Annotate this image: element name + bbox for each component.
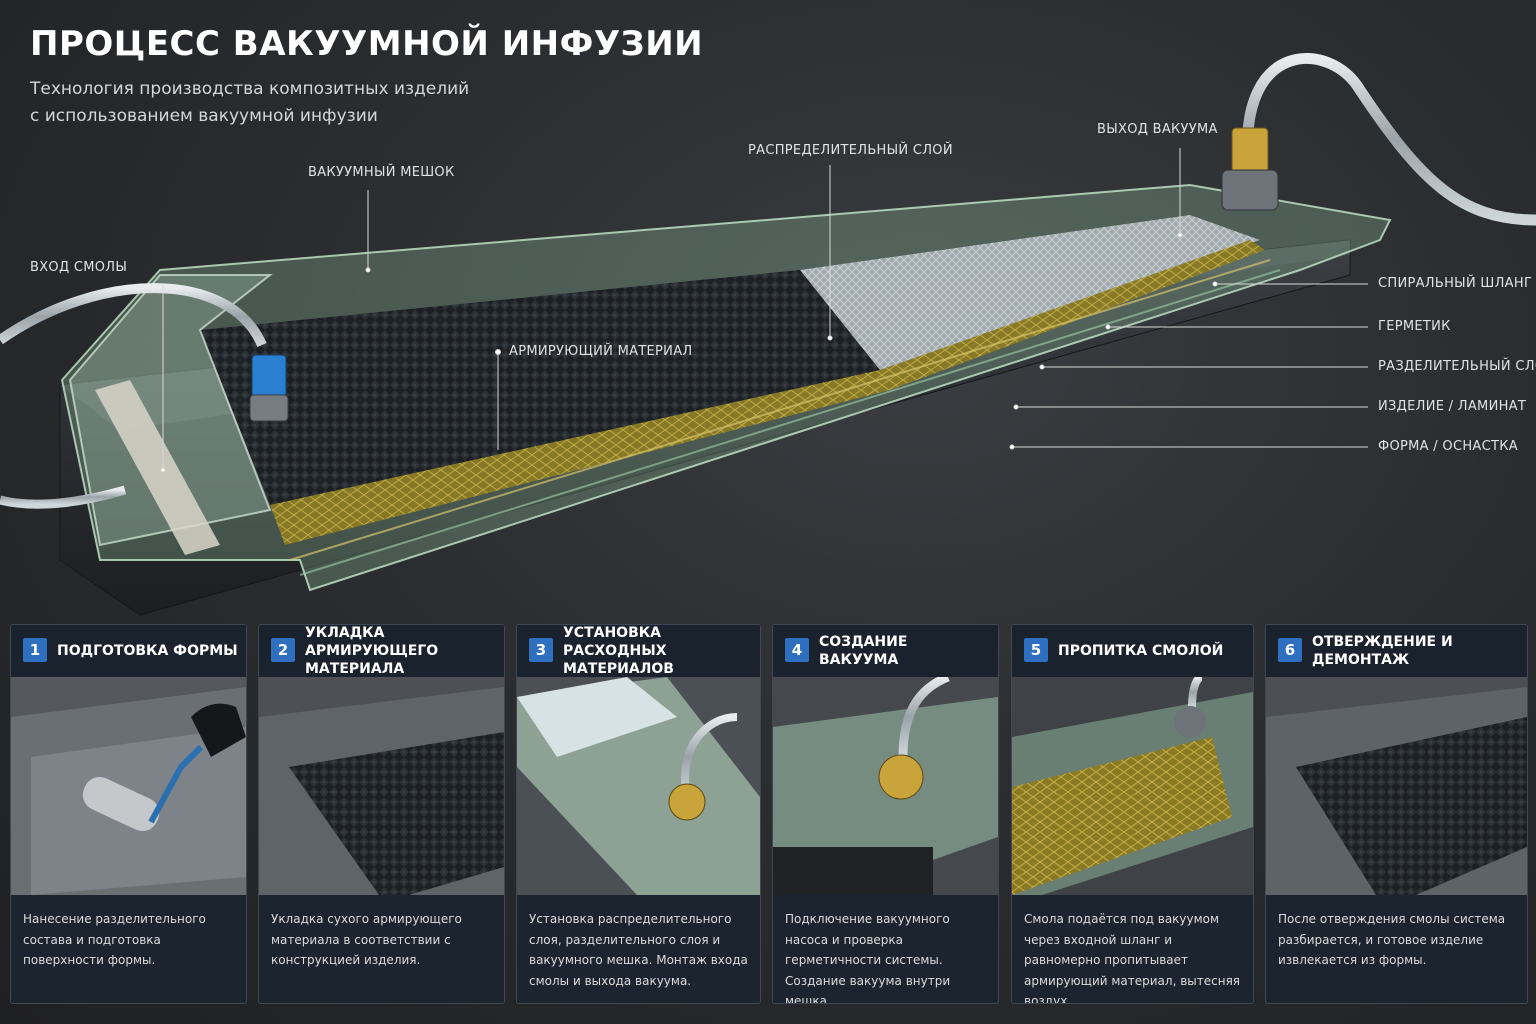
- callout-reinforcement: АРМИРУЮЩИЙ МАТЕРИАЛ: [509, 344, 693, 359]
- vacuum-outlet-hose: [1242, 53, 1536, 226]
- fitting-icon: [668, 783, 706, 821]
- page-title: ПРОЦЕСС ВАКУУМНОЙ ИНФУЗИИ: [30, 24, 704, 64]
- step-card-1: 1 ПОДГОТОВКА ФОРМЫ Нанесение разделитель…: [10, 624, 247, 1004]
- step-number: 4: [785, 638, 809, 662]
- callout-vacuum-bag: ВАКУУМНЫЙ МЕШОК: [308, 165, 455, 180]
- roller-icon: [82, 776, 160, 832]
- step-description: Смола подаётся под вакуумом через входно…: [1024, 912, 1241, 1004]
- step-title: УСТАНОВКА РАСХОДНЫХ МАТЕРИАЛОВ: [563, 625, 674, 677]
- step-image-mold-prep: [11, 677, 246, 895]
- step-number: 1: [23, 638, 47, 662]
- step-title: УКЛАДКА АРМИРУЮЩЕГО МАТЕРИАЛА: [305, 625, 439, 677]
- step-description: Подключение вакуумного насоса и проверка…: [785, 912, 951, 1004]
- vacuum-infusion-illustration: [0, 53, 1536, 616]
- step-image-cure: [1266, 677, 1527, 895]
- step-card-3: 3 УСТАНОВКА РАСХОДНЫХ МАТЕРИАЛОВ Установ…: [516, 624, 761, 1004]
- resin-edge: [270, 240, 1265, 545]
- step-image-layup: [259, 677, 504, 895]
- step-image-vacuum: [773, 677, 998, 895]
- step-image-consumables: [517, 677, 760, 895]
- resin-fitting-icon: [1174, 706, 1206, 738]
- resin-inlet-hose: [0, 485, 127, 509]
- step-number: 3: [529, 638, 553, 662]
- callout-mold: ФОРМА / ОСНАСТКА: [1378, 439, 1518, 454]
- glove-icon: [191, 703, 246, 757]
- callout-laminate: ИЗДЕЛИЕ / ЛАМИНАТ: [1378, 399, 1527, 414]
- step-description: Укладка сухого армирующего материала в с…: [271, 912, 462, 967]
- step-card-4: 4 СОЗДАНИЕ ВАКУУМА Подключение вакуумног…: [772, 624, 999, 1004]
- step-card-5: 5 ПРОПИТКА СМОЛОЙ Смола подаётся под вак…: [1011, 624, 1254, 1004]
- step-description: Нанесение разделительного состава и подг…: [23, 912, 206, 967]
- step-description: После отверждения смолы система разбирае…: [1278, 912, 1506, 967]
- carbon-reinforcement: [200, 270, 880, 505]
- step-title: ПРОПИТКА СМОЛОЙ: [1058, 643, 1224, 659]
- sealant-strip-left: [95, 380, 220, 555]
- callout-distribution-layer: РАСПРЕДЕЛИТЕЛЬНЫЙ СЛОЙ: [748, 143, 953, 158]
- inlet-fitting-icon: [251, 354, 287, 398]
- callout-release-layer: РАЗДЕЛИТЕЛЬНЫЙ СЛОЙ: [1378, 359, 1536, 374]
- step-title: ОТВЕРЖДЕНИЕ И ДЕМОНТАЖ: [1312, 634, 1453, 668]
- distribution-mesh: [800, 215, 1260, 370]
- callout-sealant: ГЕРМЕТИК: [1378, 319, 1451, 334]
- step-image-resin: [1012, 677, 1253, 895]
- step-card-2: 2 УКЛАДКА АРМИРУЮЩЕГО МАТЕРИАЛА Укладка …: [258, 624, 505, 1004]
- callout-spiral-hose: СПИРАЛЬНЫЙ ШЛАНГ: [1378, 276, 1533, 291]
- step-title: ПОДГОТОВКА ФОРМЫ: [57, 643, 238, 659]
- subtitle-line-2: с использованием вакуумной инфузии: [30, 106, 378, 126]
- subtitle-line-1: Технология производства композитных изде…: [30, 79, 470, 99]
- step-title: СОЗДАНИЕ ВАКУУМА: [819, 634, 908, 668]
- callout-resin-inlet: ВХОД СМОЛЫ: [30, 260, 128, 275]
- step-card-6: 6 ОТВЕРЖДЕНИЕ И ДЕМОНТАЖ После отвержден…: [1265, 624, 1528, 1004]
- outlet-fitting-icon: [1231, 127, 1269, 177]
- step-number: 6: [1278, 638, 1302, 662]
- process-steps: 1 ПОДГОТОВКА ФОРМЫ Нанесение разделитель…: [10, 624, 1528, 1004]
- callout-vacuum-outlet: ВЫХОД ВАКУУМА: [1097, 122, 1218, 137]
- step-number: 2: [271, 638, 295, 662]
- step-number: 5: [1024, 638, 1048, 662]
- step-description: Установка распределительного слоя, разде…: [529, 912, 748, 988]
- page-subtitle: Технология производства композитных изде…: [30, 76, 550, 130]
- vacuum-fitting-icon: [878, 754, 924, 800]
